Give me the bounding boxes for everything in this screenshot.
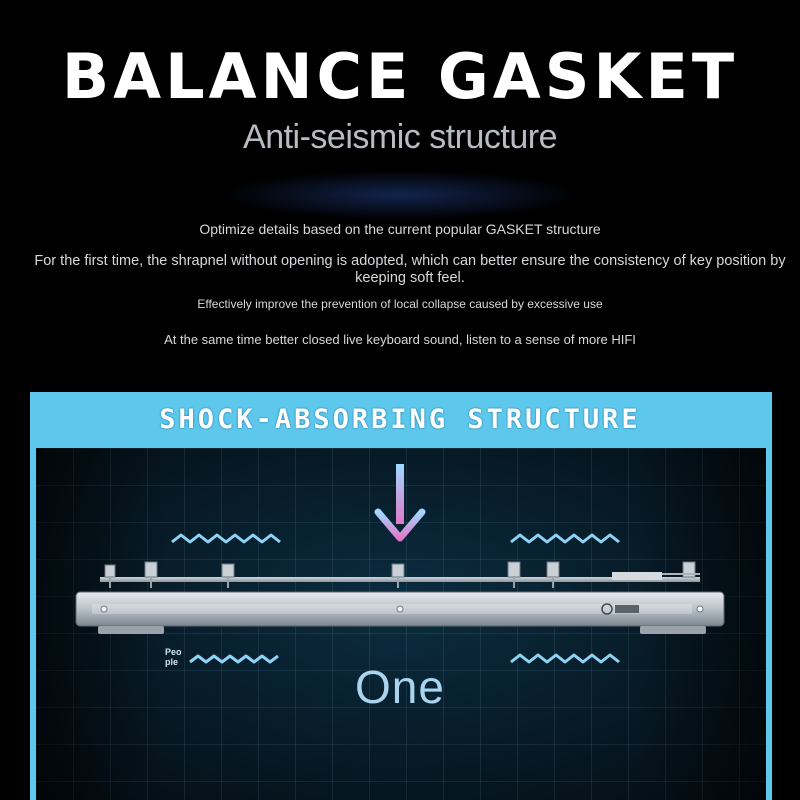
subtitle-glow bbox=[220, 170, 580, 220]
switch-stems bbox=[109, 577, 554, 588]
wave-icon bbox=[189, 654, 279, 664]
description-line-4: At the same time better closed live keyb… bbox=[164, 332, 636, 347]
brand-small-line-1: Peo bbox=[165, 647, 182, 657]
plate bbox=[100, 577, 700, 582]
brand-small-text: Peo ple bbox=[165, 647, 182, 667]
subheadline: Anti-seismic structure bbox=[243, 118, 557, 156]
wave-icon bbox=[510, 653, 620, 664]
case-foot-left bbox=[98, 626, 164, 634]
headline: BALANCE GASKET bbox=[61, 40, 739, 113]
product-label: One bbox=[355, 661, 445, 713]
description-line-2: For the first time, the shrapnel without… bbox=[34, 253, 786, 286]
down-arrow-icon bbox=[374, 464, 426, 542]
plate-tab bbox=[612, 572, 662, 580]
brand-small-line-2: ple bbox=[165, 657, 179, 667]
description-line-3: Effectively improve the prevention of lo… bbox=[197, 297, 603, 311]
wave-icon bbox=[171, 533, 281, 544]
switches bbox=[104, 561, 696, 578]
brand-logo-icon bbox=[601, 603, 639, 615]
panel-title: SHOCK-ABSORBING STRUCTURE bbox=[159, 404, 641, 435]
wave-icon bbox=[510, 533, 620, 544]
case-foot-right bbox=[640, 626, 706, 634]
description-line-1: Optimize details based on the current po… bbox=[199, 221, 601, 237]
